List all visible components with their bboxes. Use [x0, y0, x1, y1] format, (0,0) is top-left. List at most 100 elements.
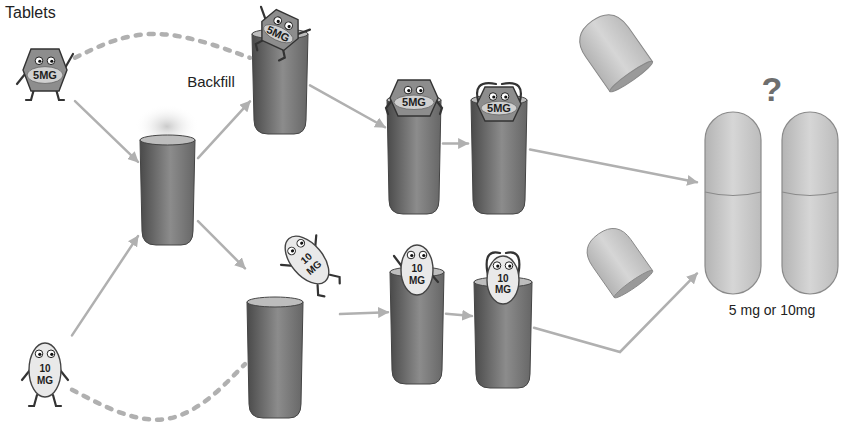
tablet-in-capsule: 10 MG — [388, 236, 446, 386]
flow-arrow — [340, 312, 388, 314]
tablet-in-capsule: 10 MG — [472, 248, 534, 390]
tablet-in-capsule: 5MG — [385, 72, 443, 215]
tablet-pupil — [50, 60, 53, 63]
tablet-eye — [47, 57, 55, 65]
tablet-eye — [407, 251, 415, 259]
tablet-limb — [29, 395, 37, 406]
closed-capsule — [705, 112, 761, 294]
flow-arrow — [530, 150, 697, 183]
tablet-figure — [245, 212, 340, 420]
capsule-bodies — [140, 29, 532, 418]
tablet-eye — [284, 21, 294, 31]
tablet-shape — [487, 256, 519, 304]
tablet-diving: 10 MG — [245, 212, 340, 420]
closed-capsule — [782, 112, 838, 294]
tablet-body — [386, 80, 442, 116]
dose-marking: 10 MG — [405, 263, 429, 286]
footprint-trail — [75, 34, 250, 58]
capsule-pair: ? 5 mg or 10mg — [697, 72, 847, 322]
tablet-face — [27, 67, 63, 84]
tablet-pupil — [410, 254, 413, 257]
capsule-cap — [579, 221, 655, 301]
powder-haze — [135, 100, 199, 144]
cap-opening — [608, 58, 655, 94]
tablet-eye — [501, 93, 509, 101]
tablet-eye — [416, 86, 424, 94]
tablet-eye — [295, 238, 306, 249]
tablet-pupil — [407, 89, 410, 92]
group-label: Tablets — [5, 4, 56, 22]
tablet-pupil — [504, 95, 507, 98]
tablet-body — [244, 3, 312, 67]
footprint-trail — [72, 364, 245, 420]
flow-arrow — [198, 101, 250, 158]
tablet-figure — [250, 2, 310, 135]
tablet-pupil — [38, 60, 41, 63]
capsule-cap — [571, 6, 653, 92]
capsule-body — [247, 302, 303, 418]
capsule-cap — [579, 221, 652, 298]
tablet-pupil — [276, 19, 280, 23]
tablet-eye — [286, 246, 297, 257]
tablet-pupil — [50, 353, 53, 356]
tablet-shape — [277, 228, 338, 291]
dose-question: 5 mg or 10mg — [729, 302, 815, 318]
tablet-eye — [47, 350, 55, 358]
tablet-eye — [35, 57, 43, 65]
dose-marking: 10 MG — [491, 272, 515, 295]
tablet-character: 10 MG — [18, 330, 72, 422]
backfill-label: Backfill — [187, 73, 235, 90]
dose-marking: 5MG — [402, 96, 426, 109]
dose-marking: 5MG — [487, 102, 511, 115]
tablet-eye — [493, 262, 501, 270]
tablet-figure — [385, 72, 443, 215]
tablet-face — [394, 95, 434, 109]
capsule-cap — [571, 6, 655, 95]
question-mark: ? — [762, 70, 783, 109]
tablet-character: 5MG — [15, 36, 75, 108]
tablet-shape — [401, 245, 433, 295]
tablet-shape — [390, 80, 438, 116]
tablet-pupil — [508, 265, 511, 268]
tablet-body — [487, 252, 520, 304]
tablet-shape — [477, 87, 521, 121]
tablet-eye — [505, 262, 513, 270]
tablet-body — [22, 343, 68, 406]
backfill-capsule: Backfill — [138, 135, 198, 247]
tablet-body — [271, 224, 349, 305]
capsule-figure — [697, 72, 847, 322]
tablet-pupil — [419, 89, 422, 92]
cap-opening — [612, 268, 654, 301]
tablet-limb — [65, 54, 73, 68]
tablet-eye — [35, 350, 43, 358]
capsule-seam — [705, 192, 761, 196]
flow-arrow — [310, 85, 385, 127]
tablet-eye — [419, 251, 427, 259]
flow-arrow — [75, 101, 138, 162]
dose-marking: 10 MG — [33, 363, 57, 386]
capsule-rim — [140, 135, 195, 145]
tablet-body — [477, 83, 521, 121]
tablet-figure — [388, 236, 446, 386]
flow-arrow — [534, 273, 697, 352]
tablet-jumping: 5MG — [250, 2, 310, 135]
capsule-seam — [782, 192, 838, 196]
tablet-body — [394, 245, 438, 295]
tablet-figure — [472, 248, 534, 390]
tablet-shape — [29, 343, 61, 397]
tablet-pupil — [299, 241, 304, 246]
flow-arrow — [198, 221, 245, 268]
tablet-pupil — [290, 249, 295, 254]
tablet-shape — [255, 6, 306, 54]
tablet-in-capsule: 5MG — [468, 72, 530, 215]
tablet-eye — [273, 16, 283, 26]
tablet-body — [17, 49, 73, 100]
tablet-pupil — [38, 353, 41, 356]
tablet-limb — [53, 395, 61, 406]
flow-arrow — [446, 314, 472, 316]
tablet-limb — [330, 271, 343, 285]
tablet-shape — [23, 49, 67, 91]
dose-marking: 5MG — [33, 69, 57, 82]
flow-arrow — [72, 236, 138, 335]
tablet-pupil — [492, 95, 495, 98]
